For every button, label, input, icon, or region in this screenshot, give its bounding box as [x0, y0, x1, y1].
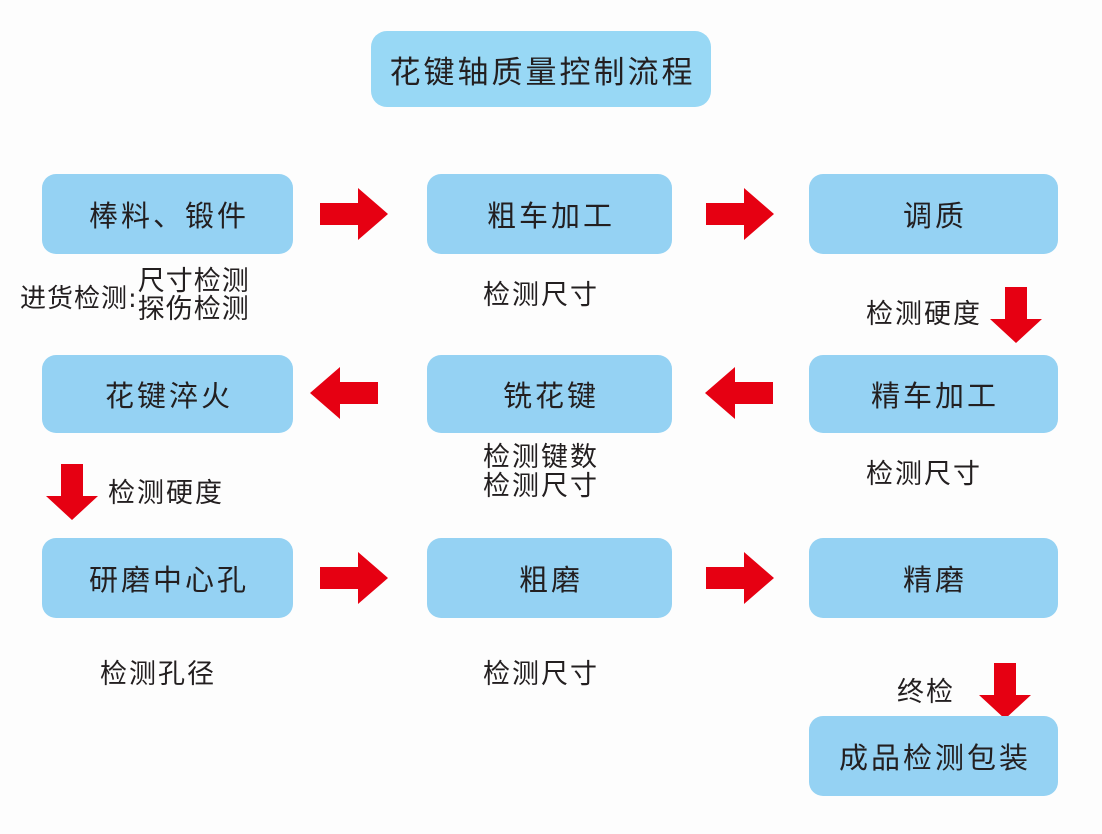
- inspection-caption-final-check: 终检: [897, 659, 1031, 719]
- process-box-center-hole-grinding[interactable]: 研磨中心孔: [42, 538, 293, 618]
- inspection-caption-line-1: 检测键数: [483, 442, 599, 473]
- arrow-down-icon: [977, 661, 1033, 721]
- inspection-caption-rough-turning: 检测尺寸: [483, 280, 599, 311]
- process-box-finish-grinding[interactable]: 精磨: [809, 538, 1058, 618]
- process-box-spline-quenching[interactable]: 花键淬火: [42, 355, 293, 433]
- process-box-label: 粗磨: [518, 563, 583, 597]
- process-box-label: 精车加工: [870, 379, 999, 413]
- arrow-down-icon: [988, 285, 1044, 345]
- inspection-caption-text: 检测硬度: [866, 298, 982, 330]
- inbound-inspection-line-1: 尺寸检测: [137, 266, 250, 297]
- inspection-caption-line-2: 检测尺寸: [483, 471, 599, 503]
- arrow-down-icon: [44, 462, 100, 522]
- inspection-caption-text: 终检: [897, 676, 955, 708]
- process-box-label: 铣花键: [502, 379, 599, 413]
- inspection-caption-finish-turning: 检测尺寸: [866, 459, 982, 490]
- inspection-caption-rough-grinding: 检测尺寸: [483, 659, 599, 690]
- arrow-left-icon: [703, 365, 775, 421]
- process-box-label: 研磨中心孔: [88, 563, 249, 597]
- process-box-final-inspection-packaging[interactable]: 成品检测包装: [809, 716, 1058, 796]
- inspection-caption-hole-diameter: 检测孔径: [100, 659, 216, 690]
- process-box-spline-milling[interactable]: 铣花键: [427, 355, 672, 433]
- process-box-label: 精磨: [902, 563, 967, 597]
- arrow-right-icon: [704, 550, 776, 606]
- inspection-caption-inbound: 进货检测: 尺寸检测 探伤检测: [20, 266, 250, 326]
- flowchart-title-box: 花键轴质量控制流程: [371, 31, 711, 107]
- inspection-caption-hardness-row2: 检测硬度: [44, 460, 224, 520]
- inspection-caption-text: 检测硬度: [108, 477, 224, 509]
- arrow-right-icon: [318, 186, 390, 242]
- process-box-label: 成品检测包装: [838, 741, 1031, 775]
- arrow-left-icon: [308, 365, 380, 421]
- process-box-rough-turning[interactable]: 粗车加工: [427, 174, 672, 254]
- arrow-right-icon: [318, 550, 390, 606]
- process-box-label: 粗车加工: [486, 199, 615, 233]
- process-box-label: 花键淬火: [104, 379, 233, 413]
- process-box-bar-forging[interactable]: 棒料、锻件: [42, 174, 293, 254]
- inbound-inspection-label: 进货检测:: [20, 283, 138, 314]
- process-box-label: 调质: [902, 199, 967, 233]
- inspection-caption-hardness-row1: 检测硬度: [866, 281, 1042, 343]
- process-box-label: 棒料、锻件: [88, 199, 249, 233]
- process-box-finish-turning[interactable]: 精车加工: [809, 355, 1058, 433]
- inbound-inspection-items: 尺寸检测 探伤检测: [137, 266, 250, 326]
- process-box-rough-grinding[interactable]: 粗磨: [427, 538, 672, 618]
- inspection-caption-spline-milling: 检测键数 检测尺寸: [483, 443, 599, 501]
- flowchart-title-text: 花键轴质量控制流程: [389, 54, 696, 91]
- inbound-inspection-line-2: 探伤检测: [137, 294, 250, 326]
- process-box-quenching-tempering[interactable]: 调质: [809, 174, 1058, 254]
- arrow-right-icon: [704, 186, 776, 242]
